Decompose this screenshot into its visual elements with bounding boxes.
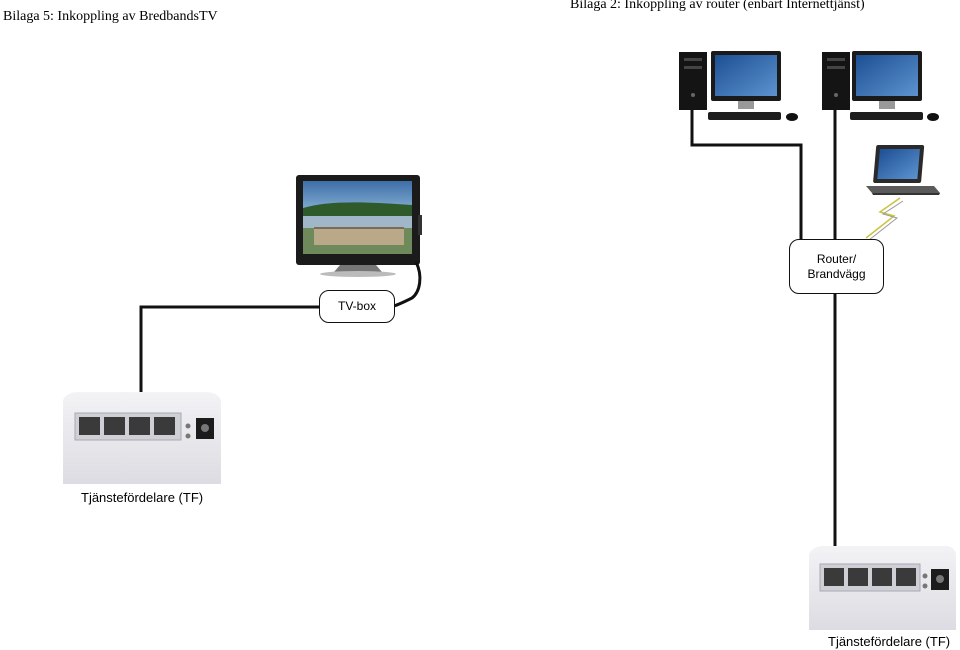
tvbox-node: TV-box [319,290,395,323]
tvbox-label: TV-box [337,299,376,313]
desktop1-to-router-cable [690,110,803,240]
tvbox-to-tf-cable [139,305,321,432]
router-label: Router/ Brandvägg [807,252,865,282]
desktop-computer-icon [822,51,939,121]
tv-to-tvbox-cable [393,261,422,308]
laptop-icon [866,145,940,195]
tf-right-label: Tjänstefördelare (TF) [828,634,951,649]
network-switch-icon [63,392,221,484]
router-label-line2: Brandvägg [807,266,866,281]
wireless-signal-icon [865,197,901,239]
router-node: Router/ Brandvägg [789,239,884,294]
tv-icon [296,175,422,277]
right-diagram-title: Bilaga 2: Inkoppling av router (enbart I… [570,0,865,12]
router-label-line1: Router/ [816,251,857,266]
left-diagram-title: Bilaga 5: Inkoppling av BredbandsTV [3,9,218,24]
network-switch-icon [809,546,956,630]
desktop-computer-icon [679,51,798,121]
tf-left-label: Tjänstefördelare (TF) [81,490,204,505]
